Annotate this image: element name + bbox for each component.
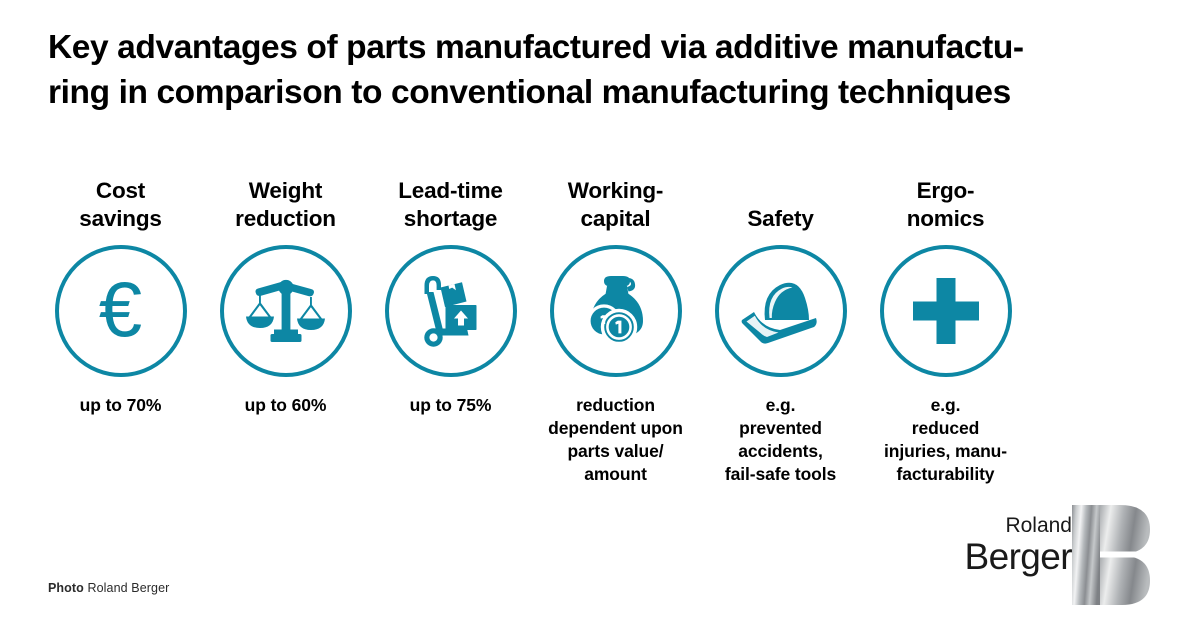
advantages-columns: Cost savings € up to 70% Weight reductio… bbox=[38, 160, 1042, 500]
money-bag-icon bbox=[586, 276, 643, 346]
logo-line-berger: Berger bbox=[964, 536, 1073, 577]
circle-outline bbox=[219, 245, 352, 377]
column-header-line-1: Weight bbox=[248, 178, 323, 204]
column-caption-ergonomics: e.g. reduced injuries, manu- facturabili… bbox=[860, 394, 1032, 486]
caption-line-1: e.g. bbox=[765, 395, 796, 415]
caption-line-1: reduction bbox=[576, 395, 655, 415]
column-caption-weight-reduction: up to 60% bbox=[200, 394, 372, 417]
column-header-line-2: nomics bbox=[906, 205, 985, 231]
column-header-working-capital: Working- capital bbox=[567, 160, 664, 232]
caption-line-2: dependent upon bbox=[548, 418, 683, 439]
logo-b-mark-icon bbox=[1072, 505, 1150, 605]
caption-line-1: up to 70% bbox=[79, 395, 162, 415]
column-header-weight-reduction: Weight reduction bbox=[235, 160, 336, 232]
photo-credit-label: Photo bbox=[48, 581, 84, 595]
column-working-capital: Working- capital bbox=[533, 160, 698, 486]
icon-circle-weight-reduction bbox=[219, 245, 352, 377]
icon-circle-cost-savings: € bbox=[54, 245, 187, 377]
column-header-line-2: savings bbox=[79, 205, 162, 231]
column-header-line-1: Ergo- bbox=[916, 178, 975, 204]
circle-outline: € bbox=[54, 245, 187, 377]
column-caption-safety: e.g. prevented accidents, fail-safe tool… bbox=[695, 394, 867, 486]
caption-line-3: accidents, bbox=[738, 441, 823, 462]
caption-line-2: reduced bbox=[911, 418, 980, 439]
column-header-safety: Safety bbox=[747, 160, 814, 232]
circle-outline bbox=[879, 245, 1012, 377]
circle-outline bbox=[549, 245, 682, 377]
logo-line-roland: Roland bbox=[1005, 514, 1072, 537]
caption-line-4: facturability bbox=[896, 464, 995, 485]
column-caption-working-capital: reduction dependent upon parts value/ am… bbox=[530, 394, 702, 486]
caption-line-3: injuries, manu- bbox=[884, 441, 1007, 462]
column-header-line-2: reduction bbox=[235, 205, 336, 231]
icon-circle-working-capital bbox=[549, 245, 682, 377]
page-title: Key advantages of parts manufactured via… bbox=[48, 26, 1158, 115]
column-lead-time-shortage: Lead-time shortage bbox=[368, 160, 533, 417]
photo-credit-source: Roland Berger bbox=[87, 581, 170, 595]
icon-circle-ergonomics bbox=[879, 245, 1012, 377]
page-title-line-2: ring in comparison to conventional manuf… bbox=[48, 73, 1011, 111]
circle-outline bbox=[714, 245, 847, 377]
page-title-line-1: Key advantages of parts manufactured via… bbox=[48, 29, 1024, 66]
roland-berger-logo: Roland Berger bbox=[945, 505, 1150, 610]
icon-circle-lead-time-shortage bbox=[384, 245, 517, 377]
column-header-line-1: Cost bbox=[95, 178, 146, 204]
photo-credit: Photo Roland Berger bbox=[48, 581, 169, 595]
column-header-line-2: shortage bbox=[403, 205, 498, 231]
column-cost-savings: Cost savings € up to 70% bbox=[38, 160, 203, 417]
euro-icon: € bbox=[98, 265, 143, 353]
icon-circle-safety bbox=[714, 245, 847, 377]
column-ergonomics: Ergo- nomics e.g. reduced injuries, manu… bbox=[863, 160, 1028, 486]
caption-line-4: fail-safe tools bbox=[724, 464, 837, 485]
column-header-lead-time-shortage: Lead-time shortage bbox=[398, 160, 503, 232]
column-safety: Safety bbox=[698, 160, 863, 486]
logo-wordmark: Roland Berger bbox=[964, 514, 1073, 577]
hand-truck-icon bbox=[423, 276, 476, 347]
column-header-line-2: Safety bbox=[747, 205, 814, 231]
plus-cross-icon bbox=[912, 278, 979, 344]
column-header-line-1: Lead-time bbox=[398, 178, 503, 204]
column-weight-reduction: Weight reduction bbox=[203, 160, 368, 417]
hard-hat-icon bbox=[741, 282, 817, 344]
column-caption-cost-savings: up to 70% bbox=[35, 394, 207, 417]
column-header-line-2: capital bbox=[580, 205, 651, 231]
circle-outline bbox=[384, 245, 517, 377]
caption-line-3: parts value/ bbox=[567, 441, 664, 462]
balance-scale-icon bbox=[245, 279, 325, 342]
column-caption-lead-time-shortage: up to 75% bbox=[365, 394, 537, 417]
caption-line-4: amount bbox=[584, 464, 647, 485]
caption-line-1: up to 75% bbox=[409, 395, 492, 415]
column-header-cost-savings: Cost savings bbox=[79, 160, 162, 232]
column-header-line-1: Working- bbox=[567, 178, 664, 204]
caption-line-1: e.g. bbox=[930, 395, 961, 415]
caption-line-2: prevented bbox=[739, 418, 822, 439]
column-header-ergonomics: Ergo- nomics bbox=[907, 160, 985, 232]
caption-line-1: up to 60% bbox=[244, 395, 327, 415]
